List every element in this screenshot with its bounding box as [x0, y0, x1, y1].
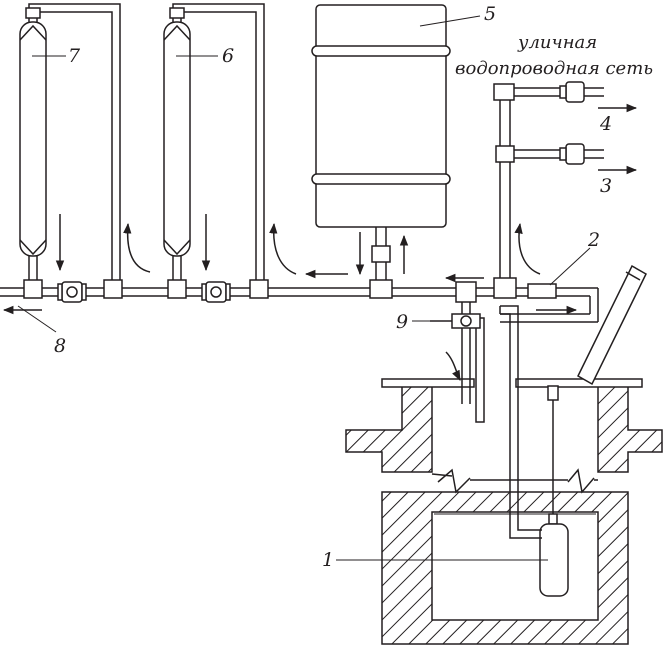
filter-6 — [163, 3, 269, 303]
submersible-pump-assembly — [500, 305, 569, 597]
valve-3 — [565, 143, 585, 165]
label-6: 6 — [222, 45, 234, 67]
tank-valve — [371, 245, 391, 263]
break-line-left — [437, 468, 471, 494]
tank-band-bottom — [311, 173, 451, 185]
filter-7 — [19, 3, 123, 303]
label-8: 8 — [54, 335, 66, 357]
flow-arrows — [2, 103, 638, 381]
street-network-caption-line1: уличная — [517, 32, 597, 53]
well-lid — [577, 264, 647, 386]
well-upper-left-wall — [345, 385, 433, 473]
cable-clamp — [548, 513, 558, 525]
label-1: 1 — [322, 549, 334, 571]
label-7: 7 — [68, 45, 81, 67]
pressure-relay — [527, 283, 557, 299]
street-riser — [493, 81, 604, 299]
leader-lines — [17, 15, 591, 561]
drain-assembly — [430, 302, 485, 423]
well-lower-shaft — [381, 491, 629, 645]
well-upper-right-wall — [597, 385, 663, 473]
well — [345, 264, 663, 645]
street-network-caption-line2: водопроводная сеть — [455, 58, 653, 79]
label-5: 5 — [484, 3, 496, 25]
label-3: 3 — [600, 175, 612, 197]
cable-top-fitting — [547, 385, 559, 401]
well-cover-right — [515, 378, 643, 388]
break-line-right — [567, 468, 595, 494]
valve-4 — [565, 81, 585, 103]
label-9: 9 — [396, 311, 408, 333]
tee-junction — [455, 281, 477, 303]
filter-6-body — [163, 21, 191, 257]
tank-band-top — [311, 45, 451, 57]
tank-body — [315, 4, 447, 228]
pump-outlet-pipe — [500, 305, 542, 531]
filter-7-body — [19, 21, 47, 257]
label-4: 4 — [599, 113, 612, 135]
storage-tank — [311, 4, 451, 299]
label-2: 2 — [587, 229, 600, 251]
well-cover-left — [381, 378, 475, 388]
